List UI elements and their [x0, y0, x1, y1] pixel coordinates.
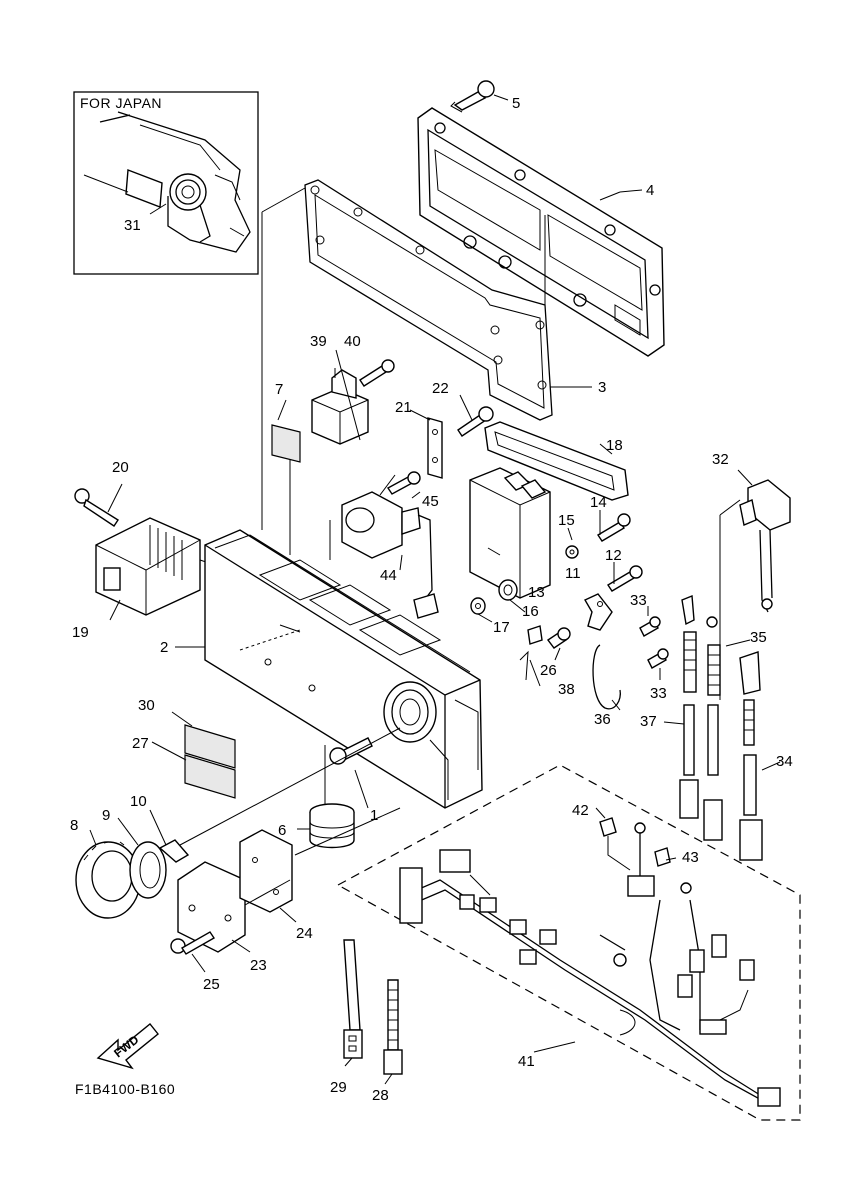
part-25-screw	[170, 931, 215, 955]
part-40-screw	[359, 359, 395, 387]
callout-14: 14	[590, 494, 607, 511]
part-39-relay	[311, 368, 369, 445]
part-35-lead	[703, 616, 723, 841]
part-9-ring	[129, 841, 167, 899]
callout-27: 27	[132, 735, 149, 752]
part-27-pad	[184, 754, 236, 799]
callout-18: 18	[606, 437, 623, 454]
callout-31: 31	[124, 217, 141, 234]
fwd-arrow-icon: FWD	[96, 1023, 159, 1070]
callout-12: 12	[605, 547, 622, 564]
part-23-plate	[177, 861, 246, 953]
part-24-gasket	[239, 829, 293, 913]
part-30-pad	[184, 724, 236, 769]
callout-25: 25	[203, 976, 220, 993]
callout-41: 41	[518, 1053, 535, 1070]
part-6-grommet	[297, 745, 355, 849]
part-4-cover	[417, 107, 665, 357]
part-19-rectifier	[95, 517, 231, 616]
callout-24: 24	[296, 925, 313, 942]
callout-16: 16	[522, 603, 539, 620]
inset-title: FOR JAPAN	[80, 95, 162, 111]
callout-44: 44	[380, 567, 397, 584]
callout-17: 17	[493, 619, 510, 636]
callout-40: 40	[344, 333, 361, 350]
part-33-bolt-a	[639, 616, 661, 637]
callout-21: 21	[395, 399, 412, 416]
part-10-clip	[158, 839, 190, 863]
part-1-bolt	[329, 737, 373, 809]
part-42-connector	[599, 817, 631, 871]
callout-2: 2	[160, 639, 168, 656]
part-7-pad	[271, 424, 301, 463]
callout-labels: 1 2 3 4 5 6 7 8 9 10 11 12 13 14 15 16 1…	[70, 95, 793, 1104]
part-5-screw	[450, 80, 509, 113]
part-34-lead	[739, 651, 763, 861]
leader-lines	[89, 349, 781, 1085]
part-36-clip	[592, 644, 621, 710]
callout-8: 8	[70, 817, 78, 834]
callout-30: 30	[138, 697, 155, 714]
callout-35: 35	[750, 629, 767, 646]
part-41-harness	[336, 764, 801, 1121]
part-21-bracket	[427, 417, 443, 479]
callout-1: 1	[370, 807, 378, 824]
callout-38: 38	[558, 681, 575, 698]
callout-6: 6	[278, 822, 286, 839]
callout-42: 42	[572, 802, 589, 819]
callout-39: 39	[310, 333, 327, 350]
callout-9: 9	[102, 807, 110, 824]
part-17-collar	[470, 597, 486, 615]
part-28-tie	[383, 979, 403, 1075]
callout-43: 43	[682, 849, 699, 866]
callout-32: 32	[712, 451, 729, 468]
diagram-code: F1B4100-B160	[75, 1081, 175, 1097]
part-16-grommet	[498, 579, 518, 601]
inset-for-japan: FOR JAPAN 31	[73, 91, 259, 275]
part-20-screw	[74, 488, 119, 527]
callout-22: 22	[432, 380, 449, 397]
part-38-clip	[519, 625, 543, 681]
part-37-lead	[679, 594, 699, 819]
part-26-bolt	[546, 627, 571, 649]
callout-26: 26	[540, 662, 557, 679]
part-45-screw	[386, 471, 421, 495]
callout-34: 34	[776, 753, 793, 770]
callout-11: 11	[565, 565, 581, 582]
callout-13: 13	[528, 584, 545, 601]
part-33-bolt-b	[647, 648, 669, 669]
callout-33b: 33	[650, 685, 667, 702]
callout-23: 23	[250, 957, 267, 974]
callout-36: 36	[594, 711, 611, 728]
callout-20: 20	[112, 459, 129, 476]
part-18-frame	[484, 421, 629, 501]
part-44-solenoid	[329, 474, 439, 619]
part-12-screw	[607, 565, 643, 592]
callout-3: 3	[598, 379, 606, 396]
part-8-cap	[75, 841, 141, 919]
part-29-tie	[343, 939, 363, 1059]
part-14-screw	[597, 513, 631, 542]
part-2-electrical-box	[175, 529, 483, 809]
callout-28: 28	[372, 1087, 389, 1104]
part-13-ecu	[469, 467, 551, 599]
callout-4: 4	[646, 182, 654, 199]
callout-15: 15	[558, 512, 575, 529]
part-15-washer	[565, 545, 579, 559]
callout-10: 10	[130, 793, 147, 810]
callout-19: 19	[72, 624, 89, 641]
callout-33a: 33	[630, 592, 647, 609]
callout-7: 7	[275, 381, 283, 398]
part-43-connector	[654, 847, 671, 867]
part-3-gasket	[304, 179, 592, 421]
callout-5: 5	[512, 95, 520, 112]
part-22-screw	[457, 406, 494, 437]
callout-29: 29	[330, 1079, 347, 1096]
callout-45: 45	[422, 493, 439, 510]
part-11-bracket	[584, 593, 613, 631]
callout-37: 37	[640, 713, 657, 730]
